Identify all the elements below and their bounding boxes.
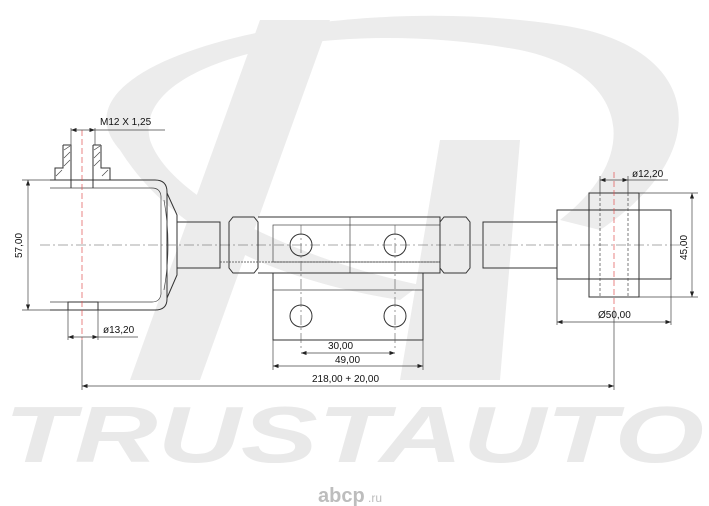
adjuster-rod [176,216,558,350]
left-housing [50,130,178,340]
watermark-site: abcp [318,485,365,506]
watermark-site-tld: .ru [368,491,382,505]
bracket-width-dimension: 49,00 [335,355,360,366]
bracket-holes-dimension: 30,00 [328,341,353,352]
watermark-slash-1 [130,20,330,380]
thread-dimension: M12 X 1,25 [100,117,152,128]
total-length-dimension: 218,00 + 20,00 [312,374,379,385]
right-diameter-dimension: Ø50,00 [598,310,631,321]
bracket [272,272,424,341]
watermark-slash-2 [400,140,520,380]
threaded-fitting [54,144,111,188]
housing-height-dimension: 57,00 [14,233,25,258]
watermark: TRUSTAUTO abcp .ru [4,15,704,506]
right-height-dimension: 45,00 [679,235,690,260]
right-bore-dimension: ø12,20 [632,169,664,180]
dimension-lines [22,127,698,390]
left-bore-dimension: ø13,20 [103,325,135,336]
right-eye [556,172,672,310]
watermark-brand: TRUSTAUTO [4,390,704,479]
